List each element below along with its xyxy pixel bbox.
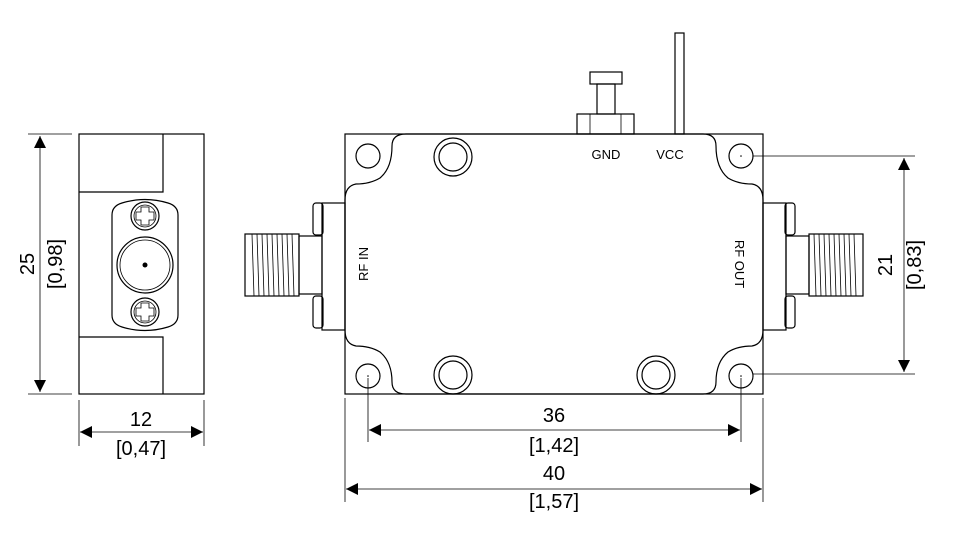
width-mm: 12 <box>130 409 152 431</box>
screw-icon <box>130 201 160 231</box>
height-mm: 25 <box>17 253 39 275</box>
vcc-label: VCC <box>656 147 683 162</box>
housing-body <box>344 133 764 395</box>
top-view: GND VCC RF IN RF OUT 21 [0,83] 36 [1,42]… <box>244 32 926 513</box>
lid-screw <box>433 137 473 177</box>
overall-length-in: [1,57] <box>529 491 579 513</box>
height-in: [0,98] <box>45 239 67 289</box>
side-recess-top <box>79 134 164 193</box>
rf-in-connector <box>244 202 346 331</box>
vcc-wire <box>674 32 685 135</box>
width-in: [0,47] <box>116 438 166 460</box>
rf-in-label: RF IN <box>356 247 371 281</box>
hole-spacing-vertical-in: [0,83] <box>904 240 926 290</box>
gnd-terminal <box>576 71 635 135</box>
lid-screw <box>636 355 676 395</box>
side-view: 25 [0,98] 12 [0,47] <box>17 133 205 460</box>
housing-lid <box>344 133 764 395</box>
side-view-body <box>78 133 205 395</box>
overall-length-mm: 40 <box>543 463 565 485</box>
lid-screw <box>433 355 473 395</box>
screw-icon <box>130 297 160 327</box>
rf-out-label: RF OUT <box>732 240 747 288</box>
gnd-label: GND <box>592 147 621 162</box>
rf-out-connector <box>762 202 864 331</box>
corner-hole <box>355 143 381 169</box>
hole-spacing-vertical-mm: 21 <box>875 254 897 276</box>
connector-flange-face <box>111 198 179 332</box>
hole-spacing-horizontal-in: [1,42] <box>529 435 579 457</box>
side-recess-bottom <box>79 336 164 394</box>
connector-socket <box>116 236 174 294</box>
hole-spacing-horizontal-mm: 36 <box>543 405 565 427</box>
